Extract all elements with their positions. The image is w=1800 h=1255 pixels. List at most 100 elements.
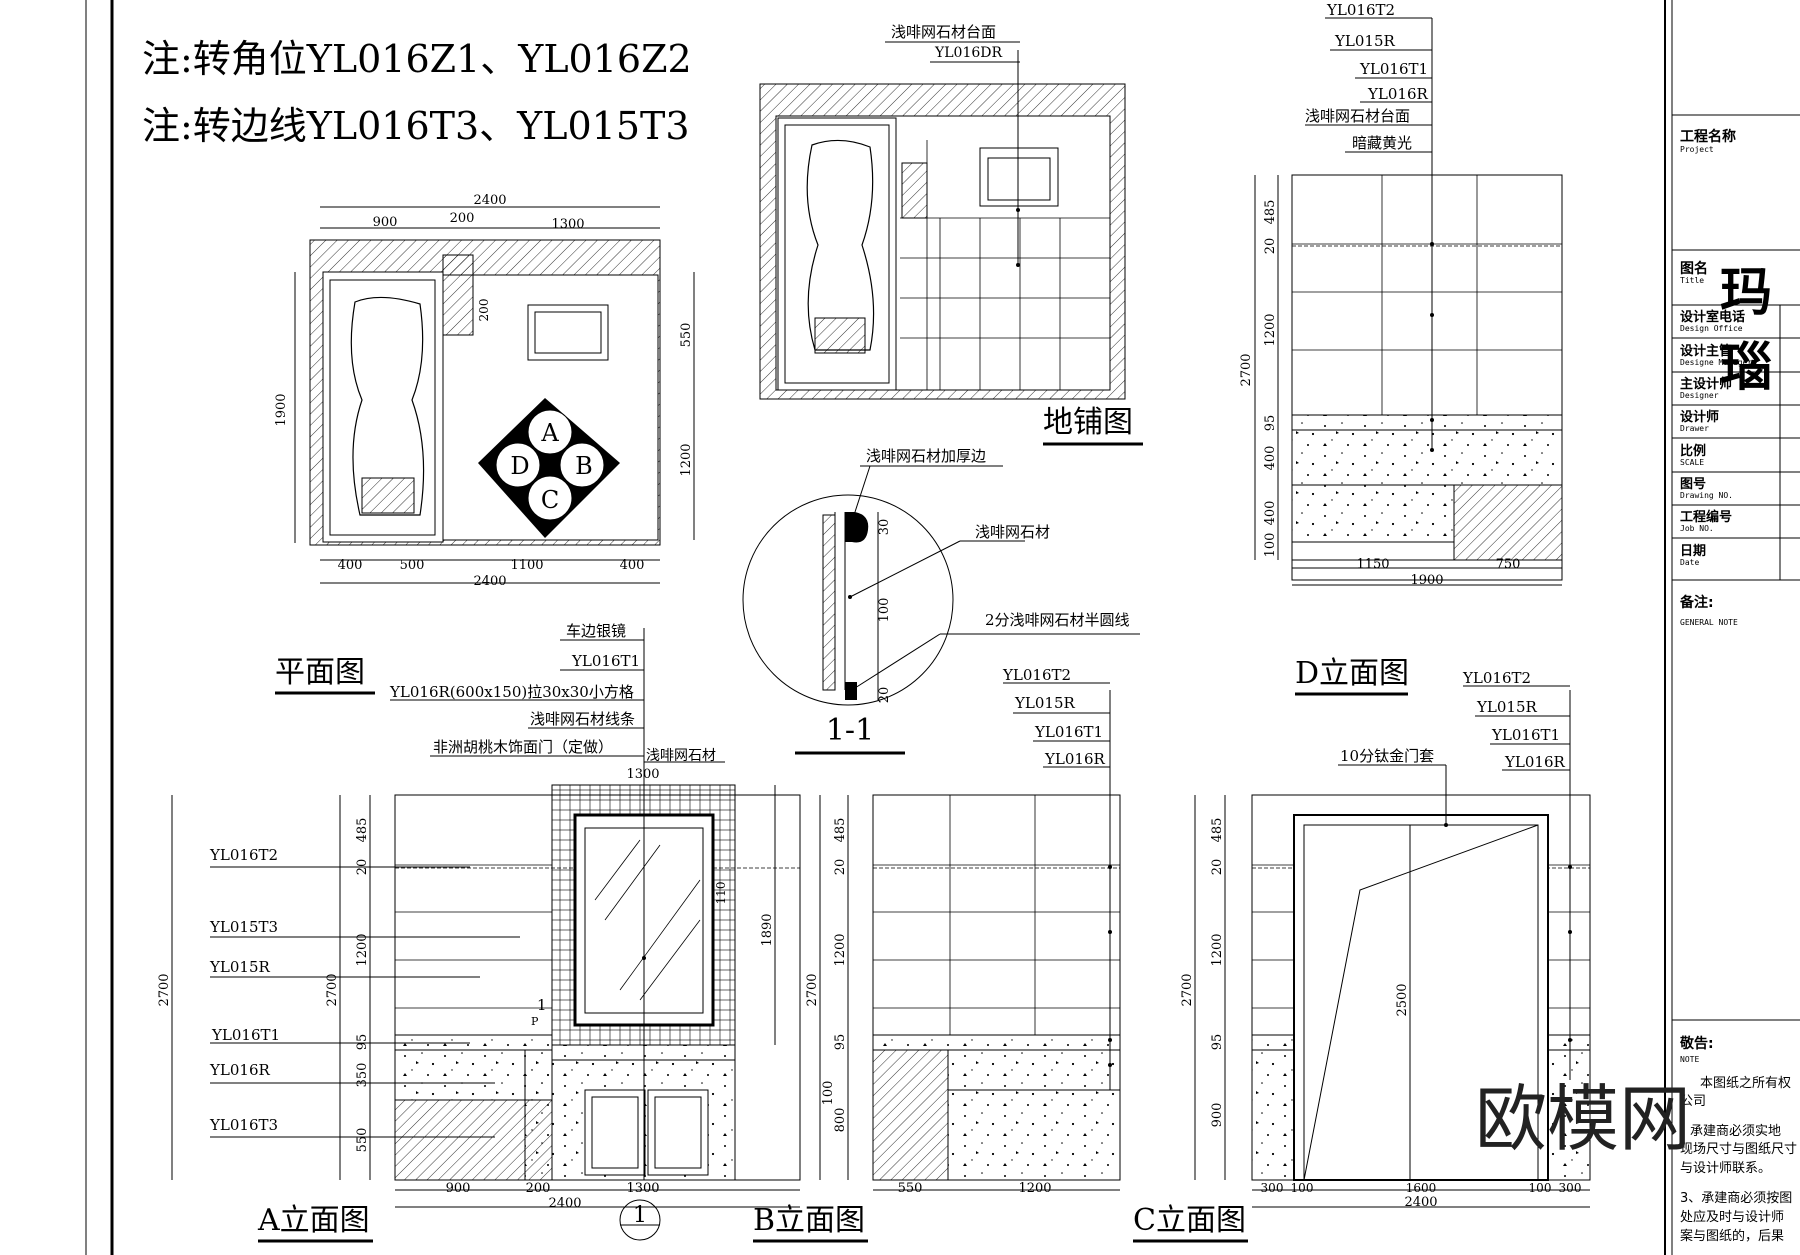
d-dim-485: 485 xyxy=(1263,200,1278,225)
door-frame xyxy=(1293,814,1549,1181)
b-dim-20: 20 xyxy=(833,859,848,876)
a-section-mark-side: 1 xyxy=(537,996,547,1014)
c-label-t1: YL016T1 xyxy=(1491,726,1560,744)
b-label-t2: YL016T2 xyxy=(1002,666,1071,684)
c-dim-485: 485 xyxy=(1210,818,1225,843)
tb-row-designer-en: Designer xyxy=(1680,391,1719,400)
a-label-016t3: YL016T3 xyxy=(209,1116,278,1134)
compass-symbol: A B C D xyxy=(478,398,620,538)
c-dim-900: 900 xyxy=(1210,1103,1225,1128)
d-dim-total: 2700 xyxy=(1239,353,1254,386)
d-dim-1150: 1150 xyxy=(1356,557,1389,572)
floor-label-code: YL016DR xyxy=(934,45,1002,61)
d-label-t2: YL016T2 xyxy=(1326,1,1395,19)
plan-dim-500: 500 xyxy=(400,558,425,573)
cabinet-door-right xyxy=(647,1089,709,1176)
b-dim-total: 2700 xyxy=(805,973,820,1006)
plan-dim-top-total: 2400 xyxy=(473,193,506,208)
b-label-t1: YL016T1 xyxy=(1034,723,1103,741)
section-dim-20: 20 xyxy=(877,687,892,704)
d-dim-400a: 400 xyxy=(1263,446,1278,471)
plan-dim-1100: 1100 xyxy=(510,558,543,573)
note-corner: 注:转角位YL016Z1、YL016Z2 xyxy=(142,37,692,81)
d-dim-1900: 1900 xyxy=(1410,573,1443,588)
a-dim-1200: 1200 xyxy=(355,933,370,966)
b-label-015r: YL015R xyxy=(1014,694,1075,712)
notice-line-3: 承建商必须实地 xyxy=(1690,1124,1782,1139)
notice-line-1: 本图纸之所有权 xyxy=(1700,1076,1792,1091)
general-note-label: 备注: xyxy=(1680,595,1714,611)
notice-label: 敬告: xyxy=(1680,1036,1714,1052)
tb-row-manager: 设计主管 xyxy=(1680,344,1733,359)
c-dim-total: 2700 xyxy=(1180,973,1195,1006)
a-dim-900: 900 xyxy=(446,1181,471,1196)
a-label-t1: YL016T1 xyxy=(211,1026,280,1044)
d-dim-400b: 400 xyxy=(1263,501,1278,526)
b-dim-1200: 1200 xyxy=(833,933,848,966)
a-dim-350: 350 xyxy=(355,1063,370,1088)
b-dim-550: 550 xyxy=(898,1181,923,1196)
c-dim-2400: 2400 xyxy=(1404,1195,1437,1210)
c-title: C立面图 xyxy=(1133,1203,1246,1238)
b-title: B立面图 xyxy=(753,1203,865,1238)
a-label-015t3: YL015T3 xyxy=(209,918,278,936)
compass-d: D xyxy=(510,452,529,480)
tb-row-date-en: Date xyxy=(1680,558,1700,567)
c-dim-300b: 300 xyxy=(1559,1181,1582,1195)
sink-plan xyxy=(527,304,609,361)
b-label-016r: YL016R xyxy=(1044,750,1105,768)
c-dim-300a: 300 xyxy=(1261,1181,1284,1195)
notice-line-6: 3、承建商必须按图 xyxy=(1680,1191,1793,1206)
c-dim-100a: 100 xyxy=(1291,1181,1314,1195)
section-title: 1-1 xyxy=(826,713,874,748)
d-dim-95: 95 xyxy=(1263,415,1278,432)
d-dim-20: 20 xyxy=(1263,238,1278,255)
tb-row-scale: 比例 xyxy=(1680,444,1707,459)
plan-dim-1900: 1900 xyxy=(274,393,289,426)
drawing-title-value: 玛瑙 xyxy=(1720,263,1773,398)
c-label-016r: YL016R xyxy=(1504,753,1565,771)
section-dim-100: 100 xyxy=(877,598,892,623)
notice-line-4: 现场尺寸与图纸尺寸 xyxy=(1680,1142,1798,1157)
cabinet-door-left xyxy=(584,1089,646,1176)
c-dim-1600: 1600 xyxy=(1406,1181,1437,1195)
plan-dim-400b: 400 xyxy=(620,558,645,573)
a-label-grid: YL016R(600x150)拉30x30小方格 xyxy=(389,683,634,701)
bathtub-basin xyxy=(350,296,425,516)
c-label-t2: YL016T2 xyxy=(1462,669,1531,687)
notice-line-5: 与设计师联系。 xyxy=(1680,1161,1772,1176)
a-label-016r: YL016R xyxy=(209,1061,270,1079)
tb-row-office-en: Design Office xyxy=(1680,324,1743,333)
plan-dim-1200: 1200 xyxy=(679,443,694,476)
section-dim-30: 30 xyxy=(877,519,892,536)
tb-row-job-no-en: Job NO. xyxy=(1680,524,1714,533)
a-dim-1300: 1300 xyxy=(626,1181,659,1196)
c-dim-20: 20 xyxy=(1210,859,1225,876)
title-block-grid xyxy=(1672,114,1800,1021)
b-dim-800: 800 xyxy=(833,1108,848,1133)
c-dim-100b: 100 xyxy=(1529,1181,1552,1195)
tb-row-job-no: 工程编号 xyxy=(1680,510,1733,525)
d-label-t1: YL016T1 xyxy=(1359,60,1428,78)
title-label-en: Title xyxy=(1680,276,1705,285)
d-dim-750: 750 xyxy=(1496,557,1521,572)
tb-row-date: 日期 xyxy=(1680,544,1707,559)
tb-row-drawer-en: Drawer xyxy=(1680,424,1709,433)
c-dim-door: 2500 xyxy=(1395,983,1410,1016)
a-dim-550: 550 xyxy=(355,1128,370,1153)
a-label-015r: YL015R xyxy=(209,958,270,976)
floor-title: 地铺图 xyxy=(1043,405,1133,440)
a-elevation: 车边银镜 YL016T1 YL016R(600x150)拉30x30小方格 浅啡… xyxy=(157,622,801,1243)
c-label-015r: YL015R xyxy=(1476,698,1537,716)
a-label-t1-top: YL016T1 xyxy=(571,652,640,670)
c-elevation: 10分钛金门套 YL016T2 YL015R YL016T1 YL016R 27… xyxy=(1133,669,1591,1243)
section-label-edge: 浅啡网石材加厚边 xyxy=(866,447,986,465)
c-dim-95: 95 xyxy=(1210,1034,1225,1051)
d-label-counter: 浅啡网石材台面 xyxy=(1305,107,1410,125)
plan-title: 平面图 xyxy=(275,655,365,690)
c-label-doorframe: 10分钛金门套 xyxy=(1340,747,1434,765)
a-label-t2: YL016T2 xyxy=(209,846,278,864)
b-dim-1200-b: 1200 xyxy=(1018,1181,1051,1196)
project-label: 工程名称 xyxy=(1680,129,1736,145)
